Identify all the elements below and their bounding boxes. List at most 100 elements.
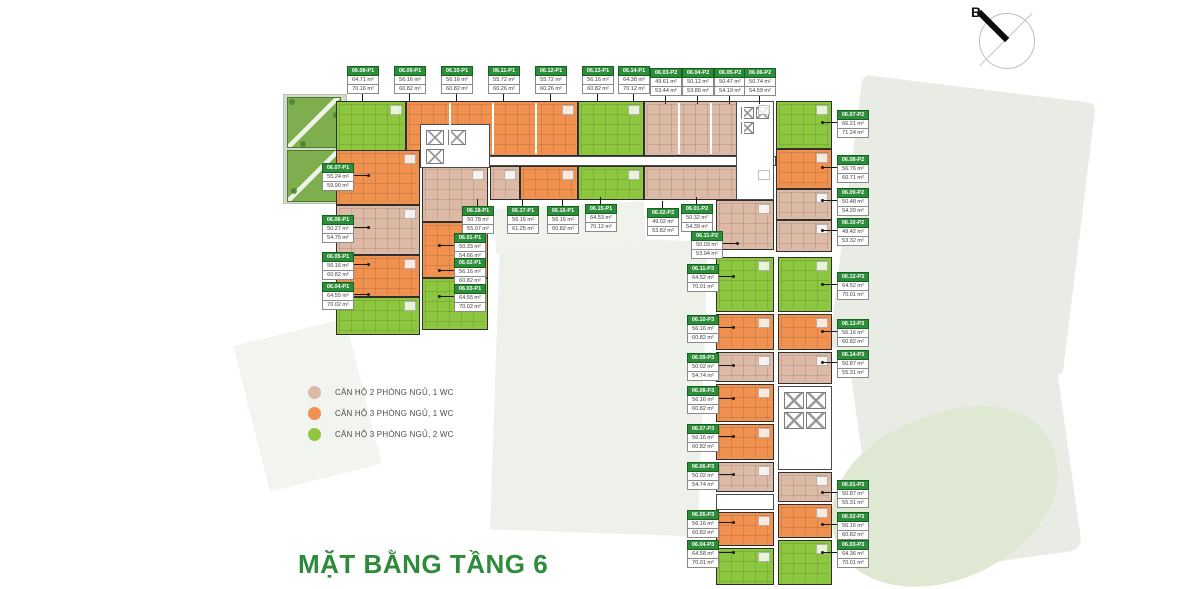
unit-id: 06.17-P1 [507, 206, 539, 216]
leader-line [719, 435, 735, 438]
unit-id: 06.15-P1 [585, 204, 617, 214]
unit-net-area: 56.16 m² [547, 216, 579, 225]
tree-icon [300, 141, 306, 147]
unit-id: 06.02-P2 [647, 208, 679, 218]
unit-id: 06.09-P3 [687, 353, 719, 363]
unit-label: 06.06-P3 50.02 m² 54.74 m² [687, 462, 735, 490]
unit-gross-area: 55.31 m² [837, 369, 869, 378]
unit-id: 06.12-P1 [535, 66, 567, 76]
unit-net-area: 55.72 m² [488, 76, 520, 85]
unit-id: 06.03-P2 [650, 68, 682, 78]
leader-line [719, 521, 735, 524]
unit-gross-area: 54.59 m² [744, 87, 776, 96]
unit-net-area: 50.02 m² [687, 363, 719, 372]
unit-net-area: 64.52 m² [837, 282, 869, 291]
tree-icon [291, 188, 297, 194]
unit-label: 06.14-P1 64.38 m² 70.12 m² [618, 66, 650, 102]
unit-label: 06.04-P2 50.12 m² 53.80 m² [682, 68, 714, 104]
leader-line [821, 330, 837, 333]
unit-id: 06.11-P3 [687, 264, 719, 274]
unit-block-2br1wc [422, 166, 488, 222]
unit-label: 06.10-P2 49.42 m² 53.32 m² [821, 218, 869, 246]
unit-gross-area: 60.82 m² [322, 271, 354, 280]
legend-dot-3br-1wc [308, 407, 321, 420]
leader-line [354, 293, 370, 296]
elevator-icon [741, 122, 754, 134]
unit-label: 06.06-P1 50.27 m² 54.75 m² [322, 215, 370, 243]
unit-label: 06.01-P2 50.32 m² 54.39 m² [681, 197, 713, 232]
unit-net-area: 50.47 m² [714, 78, 746, 87]
unit-label: 06.08-P3 56.16 m² 60.82 m² [687, 386, 735, 414]
unit-id: 06.03-P3 [837, 540, 869, 550]
unit-label: 06.04-P3 64.58 m² 70.01 m² [687, 540, 735, 568]
unit-net-area: 50.74 m² [744, 78, 776, 87]
leader-line [438, 244, 454, 247]
unit-block-3br1wc [520, 166, 578, 200]
unit-id: 06.08-P2 [837, 155, 869, 165]
unit-id: 06.14-P1 [618, 66, 650, 76]
unit-net-area: 50.32 m² [681, 214, 713, 223]
unit-label: 06.05-P3 56.16 m² 60.82 m² [687, 510, 735, 538]
leader-line [354, 263, 370, 266]
unit-gross-area: 60.82 m² [441, 85, 473, 94]
unit-label: 06.01-P1 50.33 m² 54.66 m² [438, 233, 486, 261]
unit-net-area: 56.16 m² [687, 396, 719, 405]
unit-net-area: 66.21 m² [837, 120, 869, 129]
unit-block-3br2wc [578, 166, 644, 200]
unit-label: 06.02-P1 56.16 m² 60.82 m² [438, 258, 486, 286]
unit-id: 06.08-P3 [687, 386, 719, 396]
unit-gross-area: 70.01 m² [837, 559, 869, 568]
page-title: MẶT BẰNG TẦNG 6 [298, 549, 549, 579]
legend-label: CĂN HỘ 3 PHÒNG NGỦ, 1 WC [335, 409, 454, 418]
unit-id: 06.18-P1 [462, 206, 494, 216]
unit-id: 06.03-P1 [454, 284, 486, 294]
unit-gross-area: 60.82 m² [837, 338, 869, 347]
leader-line [438, 269, 454, 272]
unit-net-area: 56.16 m² [837, 522, 869, 531]
leader-line [662, 201, 663, 208]
unit-net-area: 64.58 m² [687, 550, 719, 559]
unit-net-area: 50.33 m² [454, 243, 486, 252]
unit-gross-area: 70.01 m² [837, 291, 869, 300]
unit-net-area: 64.53 m² [585, 214, 617, 223]
unit-net-area: 49.61 m² [650, 78, 682, 87]
unit-id: 06.13-P1 [582, 66, 614, 76]
leader-line [719, 473, 735, 476]
leader-line [821, 166, 837, 169]
unit-net-area: 50.87 m² [837, 360, 869, 369]
unit-label: 06.03-P2 49.61 m² 53.44 m² [650, 68, 682, 104]
leader-line [362, 94, 363, 102]
unit-block-2br1wc [336, 205, 420, 255]
compass-north-label: B [971, 4, 982, 20]
unit-gross-area: 54.74 m² [687, 481, 719, 490]
unit-gross-area: 59.90 m² [322, 182, 354, 191]
unit-net-area: 56.76 m² [837, 165, 869, 174]
unit-block-3br2wc [778, 540, 832, 585]
leader-line [409, 94, 410, 102]
leader-line [729, 96, 730, 104]
leader-line [821, 361, 837, 364]
unit-net-area: 56.16 m² [441, 76, 473, 85]
unit-label: 06.08-P2 56.76 m² 60.71 m² [821, 155, 869, 183]
leader-line [821, 523, 837, 526]
leader-line [696, 197, 697, 204]
leader-line [723, 242, 739, 245]
leader-line [503, 94, 504, 102]
leader-line [597, 94, 598, 102]
unit-id: 06.09-P2 [837, 188, 869, 198]
unit-gross-area: 70.02 m² [322, 301, 354, 310]
unit-gross-area: 60.26 m² [535, 85, 567, 94]
unit-label: 06.11-P2 50.03 m² 53.94 m² [691, 231, 739, 259]
unit-gross-area: 53.44 m² [650, 87, 682, 96]
elevator-icon [806, 412, 826, 429]
unit-gross-area: 70.12 m² [585, 223, 617, 232]
unit-gross-area: 60.82 m² [687, 443, 719, 452]
unit-net-area: 64.36 m² [837, 550, 869, 559]
unit-gross-area: 70.01 m² [687, 559, 719, 568]
unit-id: 06.01-P3 [837, 480, 869, 490]
unit-gross-area: 53.32 m² [837, 237, 869, 246]
compass-circle-icon [979, 13, 1035, 69]
unit-block-2br1wc [716, 462, 774, 492]
unit-label: 06.16-P1 56.16 m² 60.82 m² [547, 199, 579, 234]
unit-label: 06.12-P3 64.52 m² 70.01 m² [821, 272, 869, 300]
